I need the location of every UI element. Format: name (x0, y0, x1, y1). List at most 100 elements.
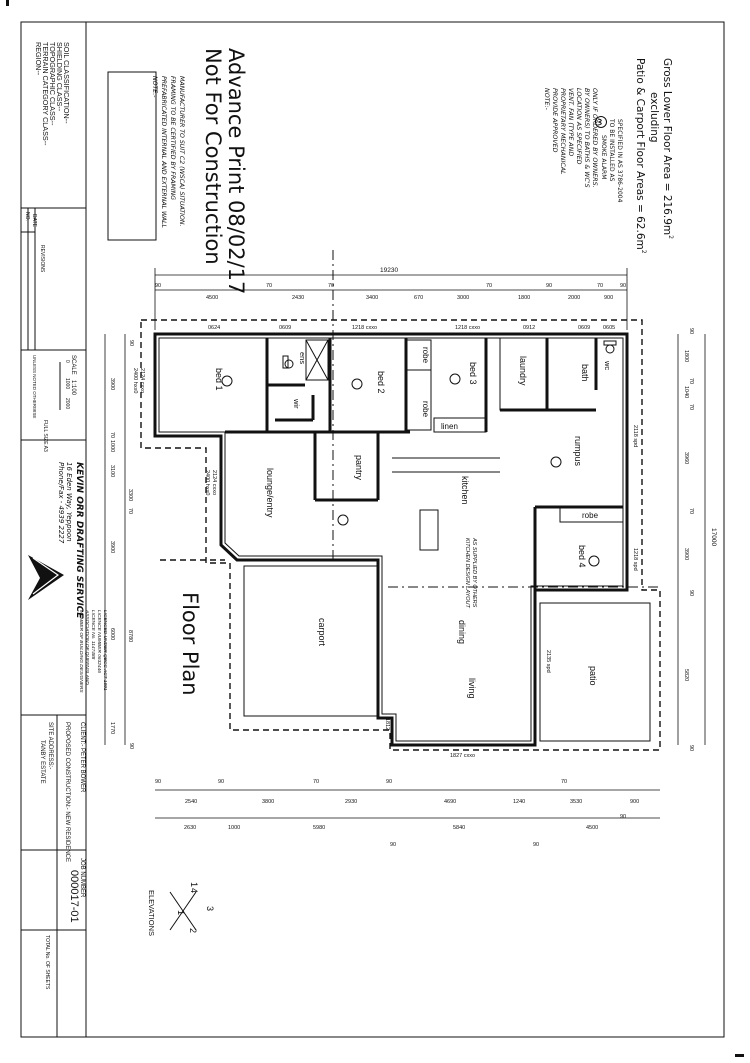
svg-text:6000: 6000 (109, 628, 115, 640)
svg-text:70: 70 (486, 283, 492, 289)
svg-text:90: 90 (546, 283, 552, 289)
window-codes: 0624 0609 1218 cxxo 1218 cxxo 0912 0609 … (132, 325, 638, 759)
svg-text:670: 670 (414, 295, 423, 301)
svg-text:90: 90 (128, 743, 134, 749)
svg-text:5820: 5820 (683, 669, 689, 681)
room-bed-4: bed 4 (577, 545, 587, 568)
svg-text:2400 hxx0: 2400 hxx0 (132, 368, 138, 393)
svg-text:3900: 3900 (109, 541, 115, 553)
site-label: SITE ADDRESS:- (47, 722, 53, 769)
room-bath: bath (580, 364, 590, 382)
svg-text:3: 3 (205, 906, 215, 911)
sheets-label: TOTAL No. OF SHEETS (44, 935, 50, 990)
svg-text:0609: 0609 (279, 325, 291, 331)
svg-text:0624: 0624 (208, 325, 220, 331)
room-wir: wir (292, 398, 301, 409)
svg-text:2118 spd: 2118 spd (632, 425, 638, 447)
room-lounge-entry: lounge/entry (265, 468, 275, 518)
wc-pan (605, 344, 615, 354)
svg-text:3300: 3300 (127, 489, 133, 501)
linen-cupboard (433, 417, 487, 433)
left-dimensions: 3900 70 1000 3100 3900 6000 1770 90 90 3… (104, 334, 134, 749)
construction-text: PROPOSED CONSTRUCTION:- NEW RESIDENCE (64, 722, 70, 862)
room-pantry: pantry (354, 455, 364, 481)
svg-text:90: 90 (688, 745, 694, 751)
svg-text:70: 70 (127, 508, 133, 514)
room-linen: linen (441, 422, 458, 431)
room-ens: ens (298, 352, 307, 364)
svg-text:3100: 3100 (109, 465, 115, 477)
scale-size: FULL SIZE A3 (42, 420, 48, 452)
room-kitchen: kitchen (460, 476, 470, 505)
rev-no-label: NO. (24, 212, 30, 221)
svg-text:70: 70 (688, 378, 694, 384)
top-dimensions: 19230 90 4500 70 2430 70 3400 670 3000 7… (154, 267, 628, 330)
floor-plan-title: Floor Plan (178, 592, 202, 696)
svg-text:2430: 2430 (292, 295, 304, 301)
prefab-note: NOTE:- PREFABRICATED INTERNAL AND EXTERN… (151, 76, 185, 230)
client-text: CLIENT:- PETER BOWER (79, 722, 85, 793)
kitchen-note: KITCHEN DESIGN LAYOUT AS SUPPLIED BY OTH… (464, 537, 477, 609)
sheet-border (20, 21, 725, 1038)
svg-text:1000: 1000 (228, 825, 240, 831)
scale-tick-2000: 2000 (64, 398, 70, 409)
svg-text:0605: 0605 (603, 325, 615, 331)
patio-slab (539, 602, 651, 742)
floor-plan: bed 1 ens wir bed 2 bed 3 robe robe line… (104, 250, 717, 848)
title-block: REGION-- TERRAIN CATEGORY CLASS-- TOPOGR… (21, 22, 108, 1037)
carport-slab (243, 565, 378, 717)
svg-text:3960: 3960 (683, 452, 689, 464)
svg-text:4690: 4690 (444, 799, 456, 805)
kitchen-island (419, 509, 439, 551)
svg-text:2000: 2000 (568, 295, 580, 301)
svg-text:3900: 3900 (109, 378, 115, 390)
ens-basin (284, 359, 294, 369)
elevations-key: 1 1 2 3 4 ELEVATIONS (147, 882, 215, 936)
svg-text:90: 90 (128, 340, 134, 346)
svg-text:2630: 2630 (184, 825, 196, 831)
company-name: KEVIN ORR DRAFTING SERVICE (74, 462, 84, 619)
svg-text:5840: 5840 (453, 825, 465, 831)
svg-text:1: 1 (176, 910, 186, 915)
advance-print-line2: Not For Construction (201, 48, 225, 265)
svg-text:19230: 19230 (380, 267, 398, 274)
svg-text:1770: 1770 (109, 722, 115, 734)
svg-text:900: 900 (604, 295, 613, 301)
svg-text:3530: 3530 (570, 799, 582, 805)
svg-text:1000: 1000 (109, 440, 115, 452)
elevations-label: ELEVATIONS (147, 890, 156, 936)
room-living: living (467, 678, 477, 699)
company-assoc: MEMBER OF BUILDING DESIGNERS ASSOCIATION… (78, 609, 108, 694)
svg-text:900: 900 (630, 799, 639, 805)
scale-tick-1000: 1000 (64, 378, 70, 389)
svg-text:3000: 3000 (457, 295, 469, 301)
region-text: REGION-- TERRAIN CATEGORY CLASS-- TOPOGR… (34, 42, 71, 147)
svg-text:8780: 8780 (127, 630, 133, 642)
shower (305, 339, 329, 381)
svg-text:70: 70 (328, 283, 334, 289)
eave-line (140, 319, 661, 751)
patio-area-note: Patio & Carport Floor Areas = 62.6m2 (634, 58, 647, 254)
scale-value: 1:100 (70, 380, 76, 396)
svg-text:90: 90 (688, 590, 694, 596)
svg-text:4500: 4500 (206, 295, 218, 301)
svg-text:1218 spd: 1218 spd (632, 548, 638, 571)
svg-text:3400: 3400 (366, 295, 378, 301)
svg-text:70: 70 (109, 432, 115, 438)
vent-note: NOTE:- PROVIDE APPROVED PROPRIETARY MECH… (543, 88, 598, 190)
svg-text:70: 70 (266, 283, 272, 289)
rev-date-label: DATE (31, 214, 37, 228)
svg-text:2: 2 (188, 928, 198, 933)
svg-text:17000: 17000 (710, 528, 717, 546)
svg-text:90: 90 (386, 779, 392, 785)
svg-text:3800: 3800 (262, 799, 274, 805)
svg-text:90: 90 (688, 328, 694, 334)
advance-print-line1: Advance Print 08/02/17 (224, 48, 248, 294)
svg-text:2930: 2930 (345, 799, 357, 805)
room-laundry: laundry (518, 356, 528, 386)
room-dining: dining (457, 620, 467, 644)
outer-wall (153, 332, 629, 747)
company-address: 16 Eden Way, Yeppoon (65, 462, 73, 542)
smoke-alarm-note: SMOKE ALARM TO BE INSTALLED AS SPECIFIED… (600, 118, 623, 203)
gross-area-note: Gross Lower Floor Area = 216.9m2 (661, 58, 674, 239)
